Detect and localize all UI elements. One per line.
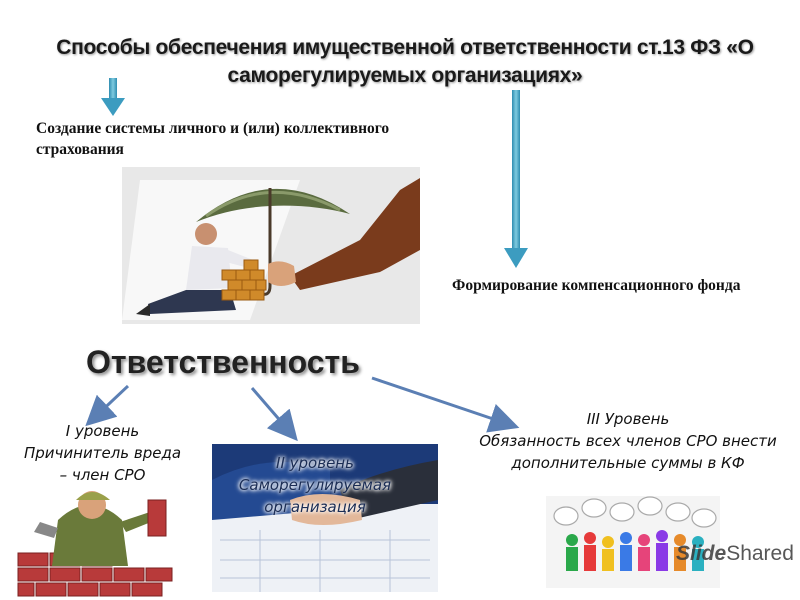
- arrow-to-level-3: [371, 376, 520, 433]
- down-arrow-right: [504, 90, 528, 268]
- level-1-body: Причинитель вреда – член СРО: [23, 444, 182, 484]
- level-3-box: III Уровень Обязанность всех членов СРО …: [478, 408, 778, 474]
- level-1-box: I уровень Причинитель вреда – член СРО: [20, 420, 185, 486]
- people-speech-bubbles: [546, 496, 720, 588]
- arrow-to-level-2: [250, 387, 298, 442]
- left-branch-text: Создание системы личного и (или) коллект…: [36, 120, 390, 158]
- level-2-body: Саморегулируемая организация: [238, 476, 392, 516]
- page-title: Способы обеспечения имущественной ответс…: [56, 36, 754, 87]
- level-3-heading: III Уровень: [586, 410, 670, 428]
- level-2-box: II уровень Саморегулируемая организация: [220, 452, 410, 518]
- level-1-heading: I уровень: [65, 422, 140, 440]
- watermark: SlideShared: [676, 542, 794, 566]
- bricklayer-illustration: [17, 491, 173, 597]
- level-3-body: Обязанность всех членов СРО внести допол…: [479, 432, 777, 472]
- watermark-part-2: Shared: [726, 542, 794, 565]
- watermark-part-1: Slide: [676, 542, 727, 565]
- arrow-to-level-1: [85, 384, 130, 427]
- handshake-photo: [212, 444, 438, 592]
- right-branch-text: Формирование компенсационного фонда: [452, 277, 741, 294]
- center-heading: Ответственность: [86, 344, 360, 380]
- level-2-heading: II уровень: [276, 454, 354, 472]
- insurance-illustration: [122, 167, 420, 324]
- down-arrow-left: [101, 78, 125, 116]
